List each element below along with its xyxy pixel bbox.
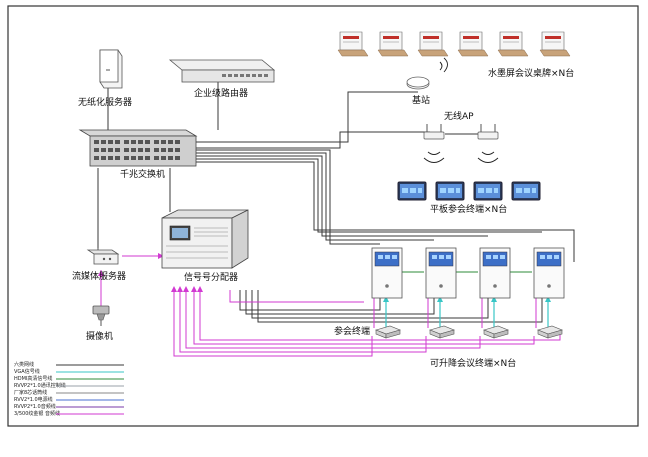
- legend-item: VGA信号线: [14, 368, 124, 375]
- signal-distributor-icon: [161, 209, 249, 269]
- tablet-terminal-label: 平板参会终端×N台: [430, 203, 507, 215]
- base-station-icon: [406, 76, 430, 90]
- camera-icon: [92, 305, 110, 326]
- participant-terminal-label: 参会终端: [334, 325, 370, 337]
- gigabit-switch-icon: [78, 129, 198, 167]
- participant-terminal-icon: [375, 325, 401, 339]
- tablet-icon: [435, 181, 465, 201]
- camera-label: 摄像机: [86, 330, 113, 342]
- eink-nameplate-icon: [377, 31, 409, 57]
- eink-nameplate-icon: [337, 31, 369, 57]
- streaming-server-icon: [86, 248, 120, 265]
- wireless-ap-label: 无线AP: [444, 110, 474, 122]
- eink-nameplate-icon: [497, 31, 529, 57]
- legend-label: HDMI高清信号线: [14, 375, 52, 382]
- lift-terminals: [371, 247, 565, 299]
- tablet-terminals: [397, 181, 541, 201]
- lift-terminal-icon: [533, 247, 565, 299]
- participant-terminal-units: [375, 325, 563, 339]
- tablet-icon: [511, 181, 541, 201]
- wireless-ap-icon: [477, 124, 499, 140]
- legend-label: 3/500纹金银 音频线: [14, 410, 60, 417]
- router-icon: [168, 59, 276, 83]
- wireless-signal-icon: [423, 151, 499, 163]
- legend: 六类网线 VGA信号线 HDMI高清信号线 RVVP2*1.0通讯控制线 厂家8…: [14, 361, 124, 417]
- audio-arrow-heads: [98, 253, 203, 292]
- participant-terminal-icon: [429, 325, 455, 339]
- legend-label: 六类网线: [14, 361, 34, 368]
- signal-distributor-label: 信号号分配器: [184, 271, 238, 283]
- wireless-ap-icon: [423, 124, 445, 140]
- participant-terminal-icon: [483, 325, 509, 339]
- wireless-signal-icon: [439, 57, 448, 73]
- tablet-icon: [473, 181, 503, 201]
- participant-terminal-icon: [537, 325, 563, 339]
- lift-terminal-icon: [479, 247, 511, 299]
- paperless-server-icon: [99, 49, 123, 89]
- router-label: 企业级路由器: [194, 87, 248, 99]
- legend-item: RVVP2*1.0音频线: [14, 403, 124, 410]
- legend-item: RVVP2*1.0通讯控制线: [14, 382, 124, 389]
- eink-nameplate-icon: [539, 31, 571, 57]
- lift-terminal-icon: [371, 247, 403, 299]
- lift-terminal-icon: [425, 247, 457, 299]
- vga-arrow-heads: [383, 296, 551, 302]
- legend-label: RVVP2*1.0通讯控制线: [14, 382, 66, 389]
- tablet-icon: [397, 181, 427, 201]
- paperless-server-label: 无纸化服务器: [78, 96, 132, 108]
- eink-nameplates: [337, 31, 571, 57]
- legend-item: 厂家8芯话筒线: [14, 389, 124, 396]
- eink-nameplate-icon: [417, 31, 449, 57]
- legend-label: 厂家8芯话筒线: [14, 389, 47, 396]
- lift-terminal-label: 可升降会议终端×N台: [430, 357, 516, 369]
- audio-cables: [100, 255, 561, 357]
- gigabit-switch-label: 千兆交换机: [120, 168, 165, 180]
- eink-nameplate-icon: [457, 31, 489, 57]
- legend-item: 3/500纹金银 音频线: [14, 410, 124, 417]
- eink-nameplate-label: 水墨屏会议桌牌×N台: [488, 67, 574, 79]
- legend-label: RVVP2*1.0音频线: [14, 403, 56, 410]
- streaming-server-label: 流媒体服务器: [72, 270, 126, 282]
- base-station-label: 基站: [412, 94, 430, 106]
- legend-label: VGA信号线: [14, 368, 40, 375]
- vga-cables: [385, 298, 549, 330]
- legend-item: RVV2*1.0电源线: [14, 396, 124, 403]
- legend-label: RVV2*1.0电源线: [14, 396, 53, 403]
- legend-item: 六类网线: [14, 361, 124, 368]
- legend-item: HDMI高清信号线: [14, 375, 124, 382]
